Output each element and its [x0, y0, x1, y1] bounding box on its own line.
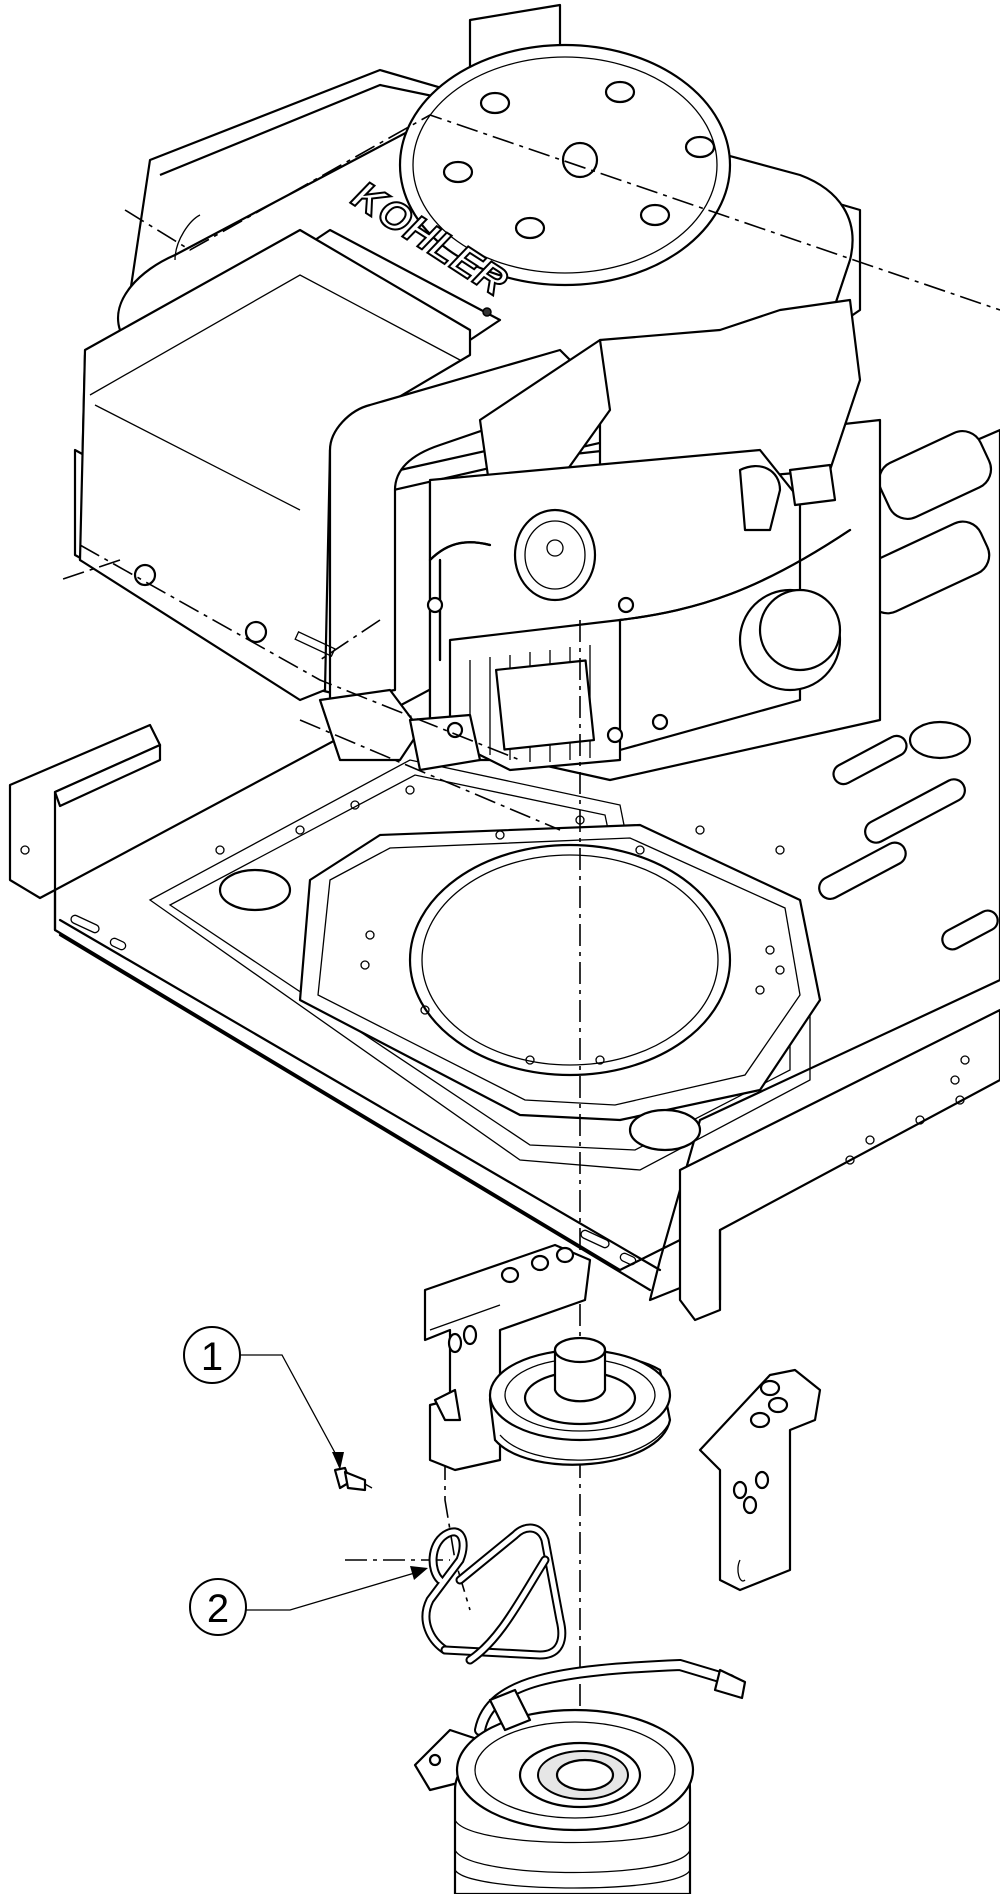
part-1-bolt: [333, 1466, 373, 1492]
callout-1: 1: [183, 1326, 344, 1470]
electric-pto-clutch: [413, 1658, 747, 1894]
left-mounting-bracket: [423, 1243, 592, 1472]
registered-mark-icon: [482, 307, 492, 317]
part-2-spring-rod: [421, 1523, 567, 1665]
engine: KOHLER: [73, 3, 882, 782]
callout-1-arrowhead: [332, 1452, 344, 1470]
right-mounting-bracket: [698, 1368, 822, 1592]
engine-pulley: [488, 1336, 672, 1466]
callout-2-number: 2: [207, 1587, 229, 1631]
callout-1-number: 1: [201, 1335, 223, 1379]
callout-2: 2: [189, 1566, 428, 1636]
callout-2-arrowhead: [410, 1566, 428, 1580]
